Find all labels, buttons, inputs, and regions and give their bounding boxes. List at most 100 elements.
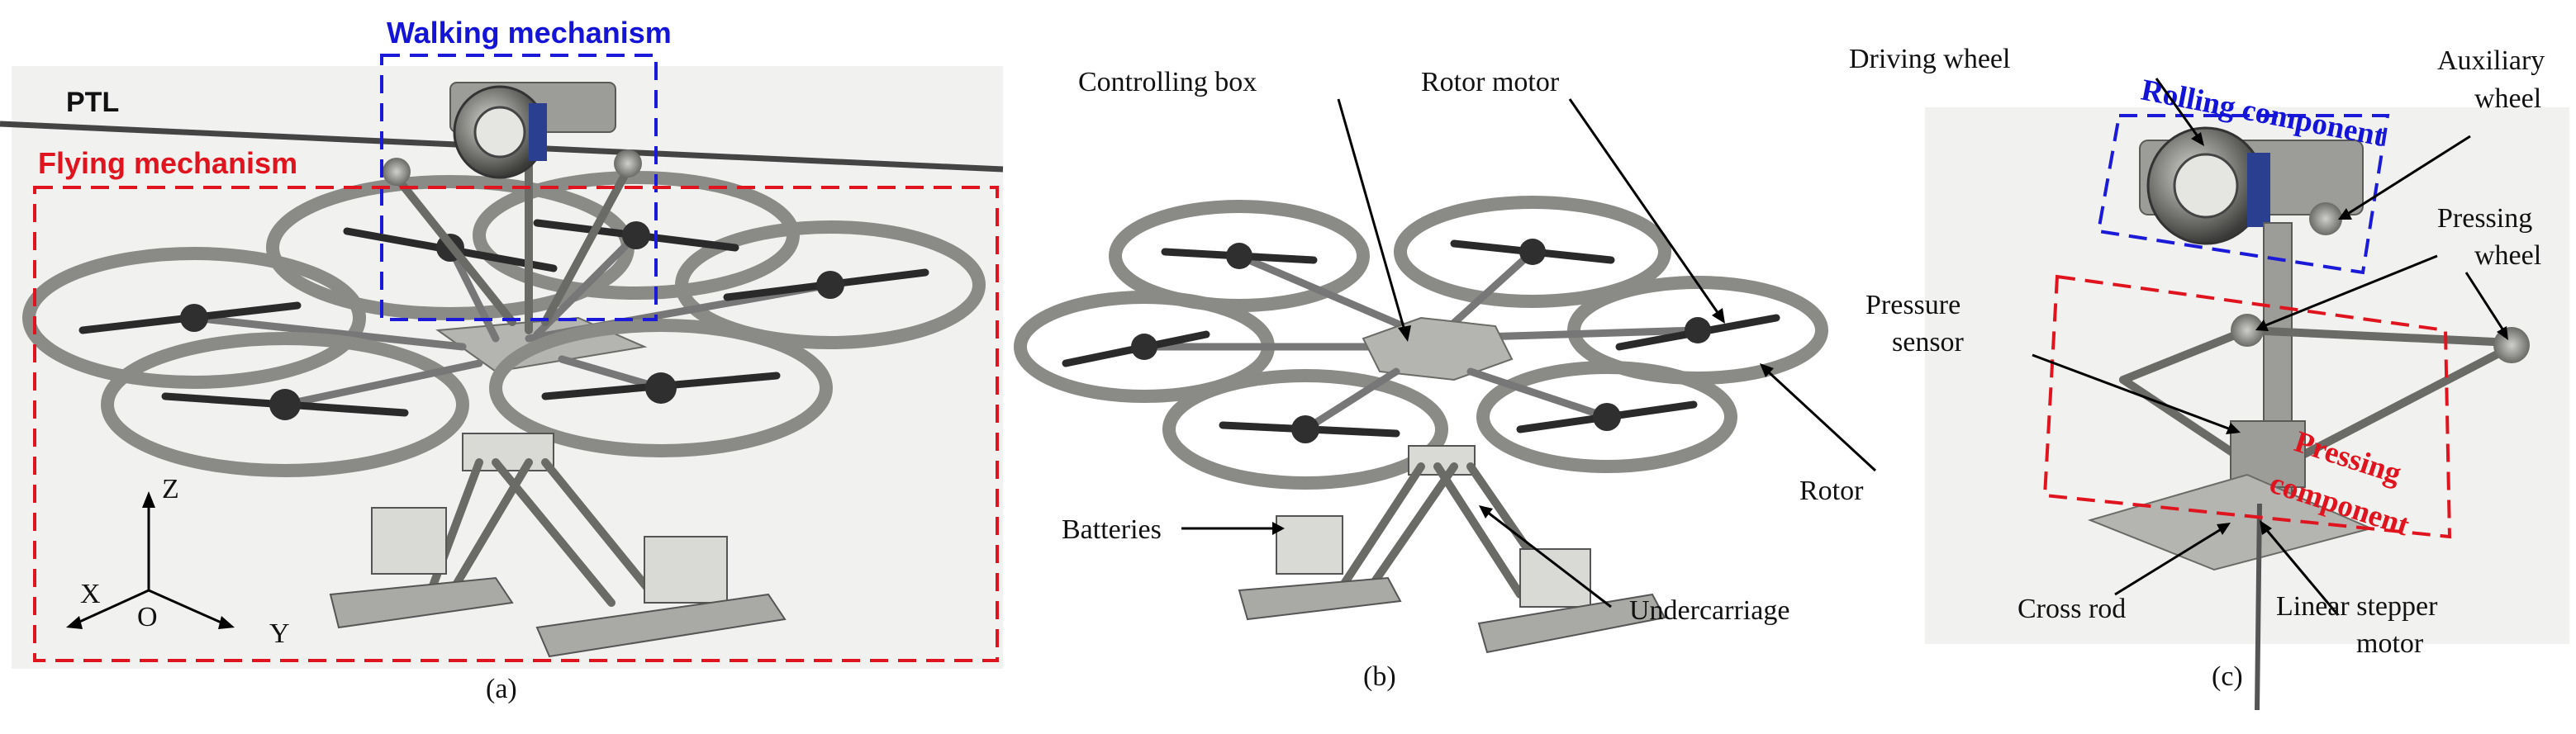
caption-b: (b) <box>1363 661 1396 692</box>
pressing-wheel-label-1: Pressing <box>2437 203 2532 234</box>
rotor-ring <box>101 332 469 477</box>
rotor-ring <box>489 319 833 457</box>
leader-cross-rod <box>2114 527 2223 596</box>
controlling-box-label: Controlling box <box>1078 67 1257 97</box>
wheel-blue-band <box>2247 153 2270 227</box>
ptl-label: PTL <box>66 87 119 118</box>
rotor-ring <box>1394 196 1671 308</box>
undercarriage-leg <box>1338 462 1425 590</box>
pressing-arm <box>541 165 632 326</box>
leader-auxiliary-wheel <box>2345 135 2471 216</box>
rotor-motor <box>269 389 301 420</box>
rotor-arm <box>1235 252 1417 334</box>
panel-b: Controlling box Rotor motor Batteries Ro… <box>1014 67 1877 692</box>
rotor-arm <box>190 314 467 351</box>
rotor-motor <box>1519 239 1546 265</box>
rotor-ring <box>1162 369 1448 490</box>
driving-wheel-label: Driving wheel <box>1849 44 2010 74</box>
landing-skid <box>1238 576 1402 621</box>
landing-skid <box>535 593 787 658</box>
battery-box <box>1276 515 1343 575</box>
rotor-motor <box>622 221 650 249</box>
leader-linear-stepper <box>2264 528 2340 616</box>
batteries-label: Batteries <box>1062 514 1162 545</box>
battery-box <box>1519 548 1591 608</box>
landing-skid <box>1477 593 1666 654</box>
undercarriage-leg <box>1433 462 1524 599</box>
coordinate-axes: Z X O Y <box>66 474 290 649</box>
caption-a: (a) <box>486 674 517 704</box>
rotor-label: Rotor <box>1799 476 1864 506</box>
leader-pressure-sensor <box>2032 353 2231 431</box>
cross-rod-label: Cross rod <box>2018 594 2126 624</box>
leader-driving-wheel <box>2155 78 2199 137</box>
controlling-box <box>1362 316 1514 381</box>
leader-controlling-box <box>1337 98 1406 331</box>
flying-mechanism-box <box>33 186 999 662</box>
rotor-arm <box>558 355 665 392</box>
auxiliary-wheel <box>2309 202 2342 235</box>
panel-a: Walking mechanism PTL Flying mechanism Z… <box>0 16 1004 704</box>
rotor-ring <box>675 220 986 349</box>
leader-pressing-wheel-2 <box>2464 272 2505 331</box>
rotor-motor <box>1131 334 1157 360</box>
pressing-arm <box>2243 326 2516 347</box>
axis-o-label: O <box>137 602 158 632</box>
rolling-component-box <box>2096 114 2390 275</box>
rotor-motor-label: Rotor motor <box>1421 67 1560 97</box>
linear-stepper-label-2: motor <box>2356 628 2424 659</box>
pressing-arm <box>2119 326 2251 384</box>
walking-mechanism-label: Walking mechanism <box>387 16 672 50</box>
panel-c: Rolling component Pressing component Dri… <box>1849 44 2569 711</box>
auxiliary-wheel-label-1: Auxiliary <box>2437 45 2545 76</box>
axis-x-label: X <box>80 579 101 609</box>
flying-mechanism-label: Flying mechanism <box>38 146 297 180</box>
wheel-blue-band <box>529 103 547 161</box>
battery-box <box>371 507 447 575</box>
pressing-arm <box>392 173 516 326</box>
battery-box <box>644 536 728 604</box>
undercarriage-leg <box>1367 462 1458 590</box>
rotor-motor <box>1685 317 1711 343</box>
rotor-ring <box>1476 361 1737 473</box>
axis-y-label: Y <box>269 618 290 649</box>
rotor-ring <box>22 247 366 389</box>
caption-c: (c) <box>2212 661 2243 692</box>
landing-skid <box>329 576 514 629</box>
undercarriage-leg <box>492 458 615 607</box>
rotor-arm <box>281 359 483 409</box>
auxiliary-wheel-label-2: wheel <box>2474 83 2541 114</box>
axis-z-label: Z <box>162 474 179 504</box>
pressing-wheel <box>383 158 411 186</box>
pressure-sensor-label-2: sensor <box>1892 327 1965 358</box>
driving-wheel-hub <box>473 106 526 159</box>
leader-undercarriage <box>1486 510 1612 609</box>
linear-stepper-rod <box>2255 503 2262 711</box>
rotor-arm <box>1466 367 1611 421</box>
rotor-motor <box>1291 415 1319 443</box>
rotor-motor <box>1226 243 1252 269</box>
leader-rotor-motor <box>1568 98 1720 315</box>
undercarriage-leg <box>541 458 657 599</box>
rotor-arm <box>446 244 500 343</box>
rotor-motor <box>816 271 844 299</box>
rotor-motor <box>1593 403 1621 431</box>
pressing-wheel-label-2: wheel <box>2474 240 2541 271</box>
rotor-motor <box>645 372 677 404</box>
rotor-arm <box>533 231 640 339</box>
leader-rotor <box>1766 370 1877 472</box>
pressing-arm <box>2119 376 2251 466</box>
pressing-arm <box>2284 343 2516 466</box>
linear-stepper-label-1: Linear stepper <box>2276 591 2438 622</box>
rotor-arm <box>1442 248 1537 334</box>
pressing-wheel <box>614 149 642 178</box>
rotor-motor <box>180 304 208 332</box>
leader-pressing-wheel-1 <box>2263 254 2438 328</box>
undercarriage-label: Undercarriage <box>1629 595 1789 626</box>
rotor-ring <box>1109 200 1370 312</box>
pressing-wheel <box>2231 314 2264 347</box>
pressure-sensor-label-1: Pressure <box>1865 290 1961 320</box>
driving-wheel-hub <box>2173 153 2239 219</box>
rotor-arm <box>1301 367 1400 433</box>
